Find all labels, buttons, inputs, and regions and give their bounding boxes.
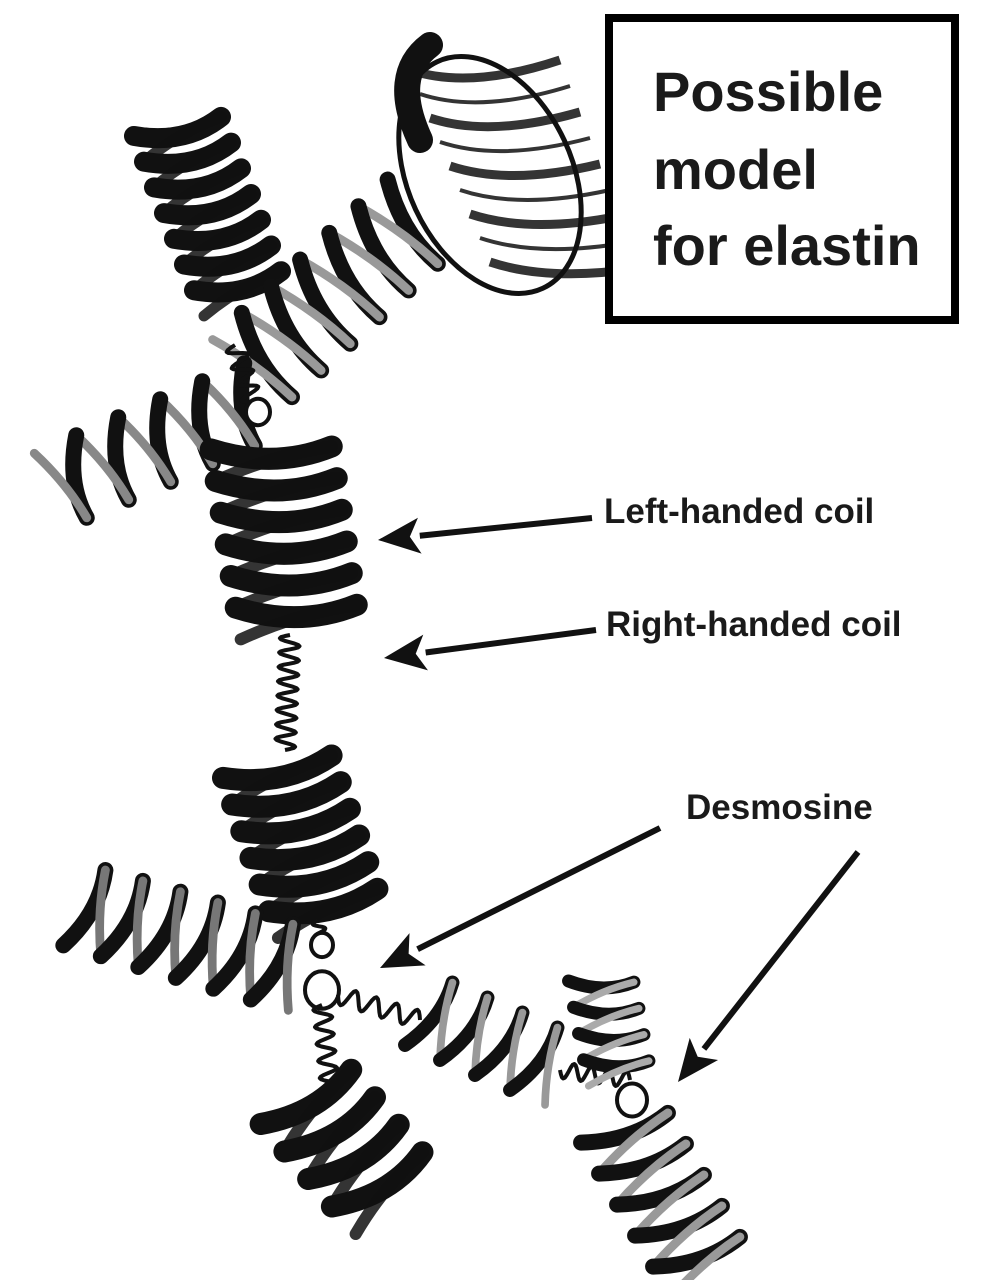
crosslink-node-desmosine: [303, 969, 341, 1011]
helix-lower-left-branch: [55, 862, 301, 1015]
cylinder-stripe: [408, 55, 562, 83]
linker-right-handed: [273, 633, 302, 752]
cylinder-stripe: [459, 188, 611, 202]
arrow-head: [678, 1037, 719, 1082]
title-line-2: model: [653, 138, 818, 201]
linker-upper: [224, 343, 266, 412]
crosslink-node-upper: [244, 396, 272, 428]
elastin-molecule: [29, 32, 748, 1280]
helix-band-back: [29, 448, 92, 523]
arrow-left-handed: [378, 515, 593, 554]
helix-band-back: [541, 1023, 562, 1109]
left-handed-coil-label: Left-handed coil: [604, 492, 875, 531]
crosslink-node-small: [309, 930, 335, 960]
helix-band-back: [681, 1232, 745, 1280]
cylinder-stripe: [428, 107, 582, 132]
helix-band-back: [208, 335, 297, 402]
helix-band-back: [234, 598, 363, 646]
cylinder-stripe: [439, 136, 591, 154]
arrow-right-handed: [384, 627, 597, 671]
helix-lower-right-branch: [398, 975, 565, 1109]
helix-upper-left: [123, 106, 292, 322]
cylinder-stripe: [448, 159, 602, 181]
linker-to-right-node: [558, 1062, 632, 1088]
helix-left-handed: [199, 435, 368, 646]
helix-bottom: [249, 1058, 434, 1241]
arrow-desmosine-right: [678, 850, 861, 1082]
crosslink-node-right: [615, 1081, 649, 1119]
helix-top-cylinder: [394, 32, 641, 296]
helix-middle-lower: [211, 744, 389, 944]
pointer-arrows: [378, 515, 861, 1082]
helix-band-back: [198, 265, 287, 322]
linker-down: [311, 1003, 341, 1092]
arrow-head: [378, 517, 422, 554]
helix-band-back: [282, 919, 298, 1015]
arrow-head: [384, 634, 428, 671]
helix-right-upper: [562, 974, 656, 1090]
arrow-shaft: [416, 825, 662, 952]
helix-diagonal-upper: [208, 171, 446, 406]
linker-lower-right: [336, 989, 422, 1026]
title-line-1: Possible: [653, 60, 884, 123]
arrow-shaft: [419, 515, 593, 539]
cylinder-stripe: [419, 84, 571, 105]
helix-right-lower: [573, 1104, 748, 1280]
arrow-shaft: [701, 850, 861, 1051]
right-handed-coil-label: Right-handed coil: [606, 605, 902, 644]
cylinder-dark-edge: [394, 32, 443, 153]
arrow-desmosine-left: [380, 825, 662, 968]
arrow-shaft: [425, 627, 597, 656]
cylinder-stripe: [468, 209, 621, 230]
arrow-head: [380, 933, 426, 968]
desmosine-label: Desmosine: [686, 788, 873, 827]
helix-left-branch: [29, 355, 263, 526]
title-line-3: for elastin: [653, 214, 921, 277]
title-box: Possible model for elastin: [605, 14, 959, 324]
helix-band-back: [349, 1146, 429, 1241]
helix-band-back: [584, 1057, 653, 1090]
